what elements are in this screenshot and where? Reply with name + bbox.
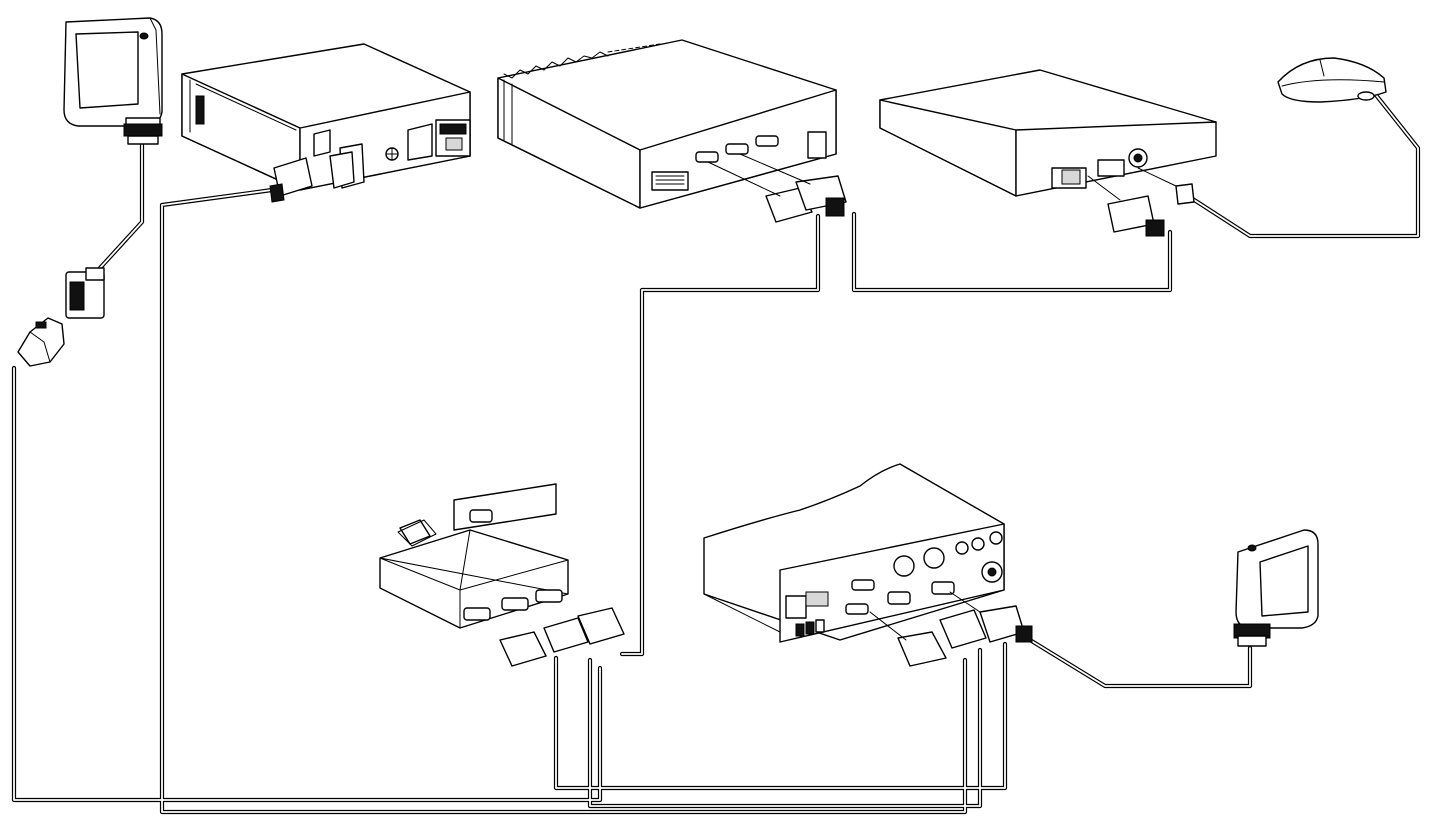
main-control-unit: [703, 463, 1033, 667]
cable-gps-to-receiver: [1182, 87, 1421, 239]
cable-bundle-bottom: [587, 647, 983, 809]
gps-antenna: [1277, 57, 1387, 103]
display-unit-left: [17, 17, 163, 367]
cable-left-display-down: [97, 137, 145, 271]
display-unit-right: [1233, 529, 1319, 647]
interface-box: [379, 483, 625, 667]
cable-main-to-right-display: [1027, 637, 1253, 689]
receiver-unit: [879, 69, 1217, 237]
cables: [11, 87, 1421, 815]
amplifier-unit: [497, 39, 847, 223]
radio-head-unit: [181, 43, 471, 203]
cable-interface-to-main: [553, 641, 1008, 791]
